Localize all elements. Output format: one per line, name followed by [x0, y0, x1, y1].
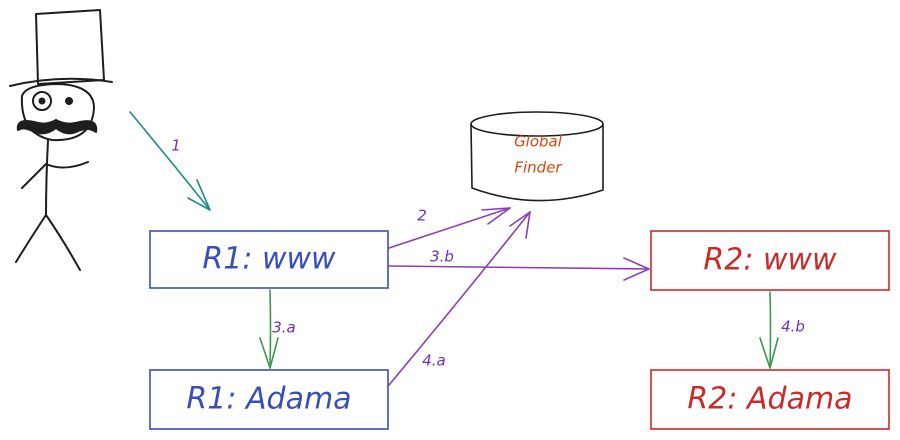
arrow-2	[388, 207, 511, 249]
monocle-icon	[32, 91, 52, 111]
edge-label-3a: 3.a	[272, 319, 296, 337]
box-r2-www: R2: www	[650, 230, 890, 291]
arrow-1	[129, 111, 211, 211]
box-r2-adama-label: R2: Adama	[687, 382, 852, 417]
box-r2-adama: R2: Adama	[650, 369, 890, 430]
global-finder-label-line2: Finder	[514, 159, 562, 177]
mustache-icon	[16, 119, 98, 135]
arrow-4b	[759, 291, 779, 369]
arrow-4a	[388, 211, 531, 386]
hat-brim	[9, 77, 113, 87]
global-finder-label-line1: Global	[514, 133, 563, 151]
box-r1-www: R1: www	[149, 230, 389, 289]
box-r1-www-label: R1: www	[202, 242, 336, 277]
box-r2-www-label: R2: www	[703, 243, 837, 278]
arrow-3b	[388, 257, 650, 281]
eye	[65, 97, 73, 105]
edge-label-4b: 4.b	[781, 318, 805, 336]
edge-label-1: 1	[171, 137, 181, 155]
legs	[15, 214, 81, 271]
top-hat-icon	[35, 9, 105, 85]
user-stick-figure-icon	[9, 9, 113, 271]
box-r1-adama-label: R1: Adama	[186, 382, 351, 417]
box-r1-adama: R1: Adama	[149, 369, 389, 430]
torso	[45, 139, 49, 216]
global-finder-database: Global Finder	[470, 111, 604, 202]
edge-label-4a: 4.a	[422, 352, 446, 370]
arms	[21, 161, 89, 189]
arrow-3a	[259, 289, 279, 369]
edge-label-3b: 3.b	[430, 248, 454, 266]
edge-label-2: 2	[417, 207, 427, 225]
